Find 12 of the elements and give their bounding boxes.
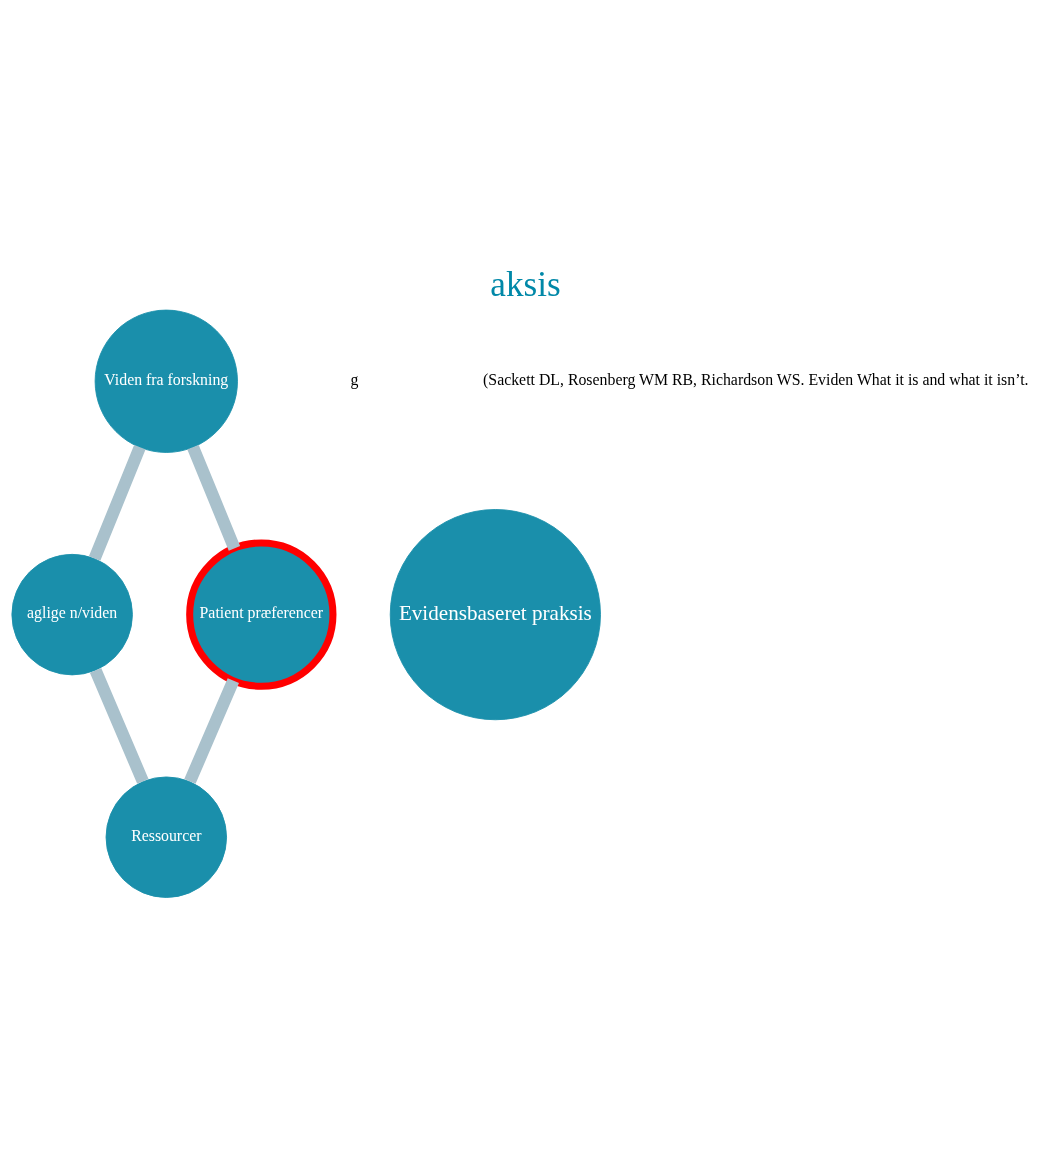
node-circle: Evidensbaseret praksis [389, 508, 601, 720]
connector [88, 444, 146, 561]
node-circle: Patient præferencer [186, 538, 337, 690]
node-circle: Ressourcer [105, 776, 227, 898]
connector [187, 444, 241, 551]
label: g [350, 370, 359, 388]
node-circle: aglige n/viden [11, 553, 133, 675]
diagram-title: aksis [490, 264, 561, 304]
connector [89, 667, 149, 784]
node-circle: Viden fra forskning [94, 309, 238, 453]
connector [184, 677, 239, 784]
label: (Sackett DL, Rosenberg WM RB, Richardson WS. Eviden What it is and what it isn’t. [483, 370, 1029, 388]
